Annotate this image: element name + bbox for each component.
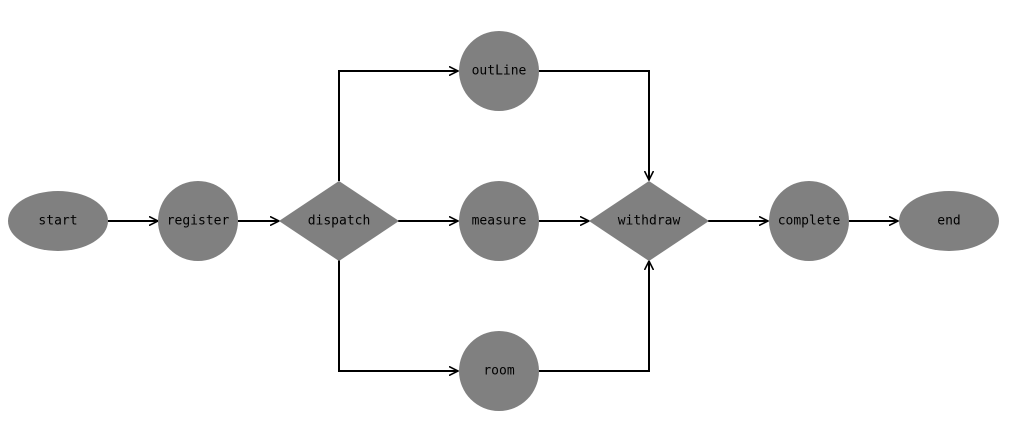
withdraw-diamond	[589, 181, 709, 261]
node-label-start: start	[38, 214, 77, 229]
room-circle	[459, 331, 539, 411]
node-label-outline: outLine	[472, 64, 527, 79]
node-room[interactable]: room	[459, 331, 539, 411]
node-start[interactable]: start	[8, 191, 108, 251]
node-dispatch[interactable]: dispatch	[279, 181, 399, 261]
node-label-register: register	[167, 214, 230, 229]
register-circle	[158, 181, 238, 261]
node-label-room: room	[483, 364, 514, 379]
node-label-measure: measure	[472, 214, 527, 229]
node-outline[interactable]: outLine	[459, 31, 539, 111]
complete-circle	[769, 181, 849, 261]
node-label-dispatch: dispatch	[308, 214, 371, 229]
edges	[108, 71, 898, 371]
outline-circle	[459, 31, 539, 111]
edge-room-withdraw	[538, 261, 649, 372]
edge-dispatch-room	[338, 260, 458, 371]
node-complete[interactable]: complete	[769, 181, 849, 261]
node-label-complete: complete	[778, 214, 841, 229]
node-withdraw[interactable]: withdraw	[589, 181, 709, 261]
node-end[interactable]: end	[899, 191, 999, 251]
edge-outline-withdraw	[538, 70, 649, 180]
dispatch-diamond	[279, 181, 399, 261]
edge-dispatch-outline	[338, 71, 458, 181]
start-ellipse	[8, 191, 108, 251]
node-measure[interactable]: measure	[459, 181, 539, 261]
node-label-withdraw: withdraw	[618, 214, 681, 229]
node-label-end: end	[937, 214, 960, 229]
measure-circle	[459, 181, 539, 261]
node-register[interactable]: register	[158, 181, 238, 261]
end-ellipse	[899, 191, 999, 251]
